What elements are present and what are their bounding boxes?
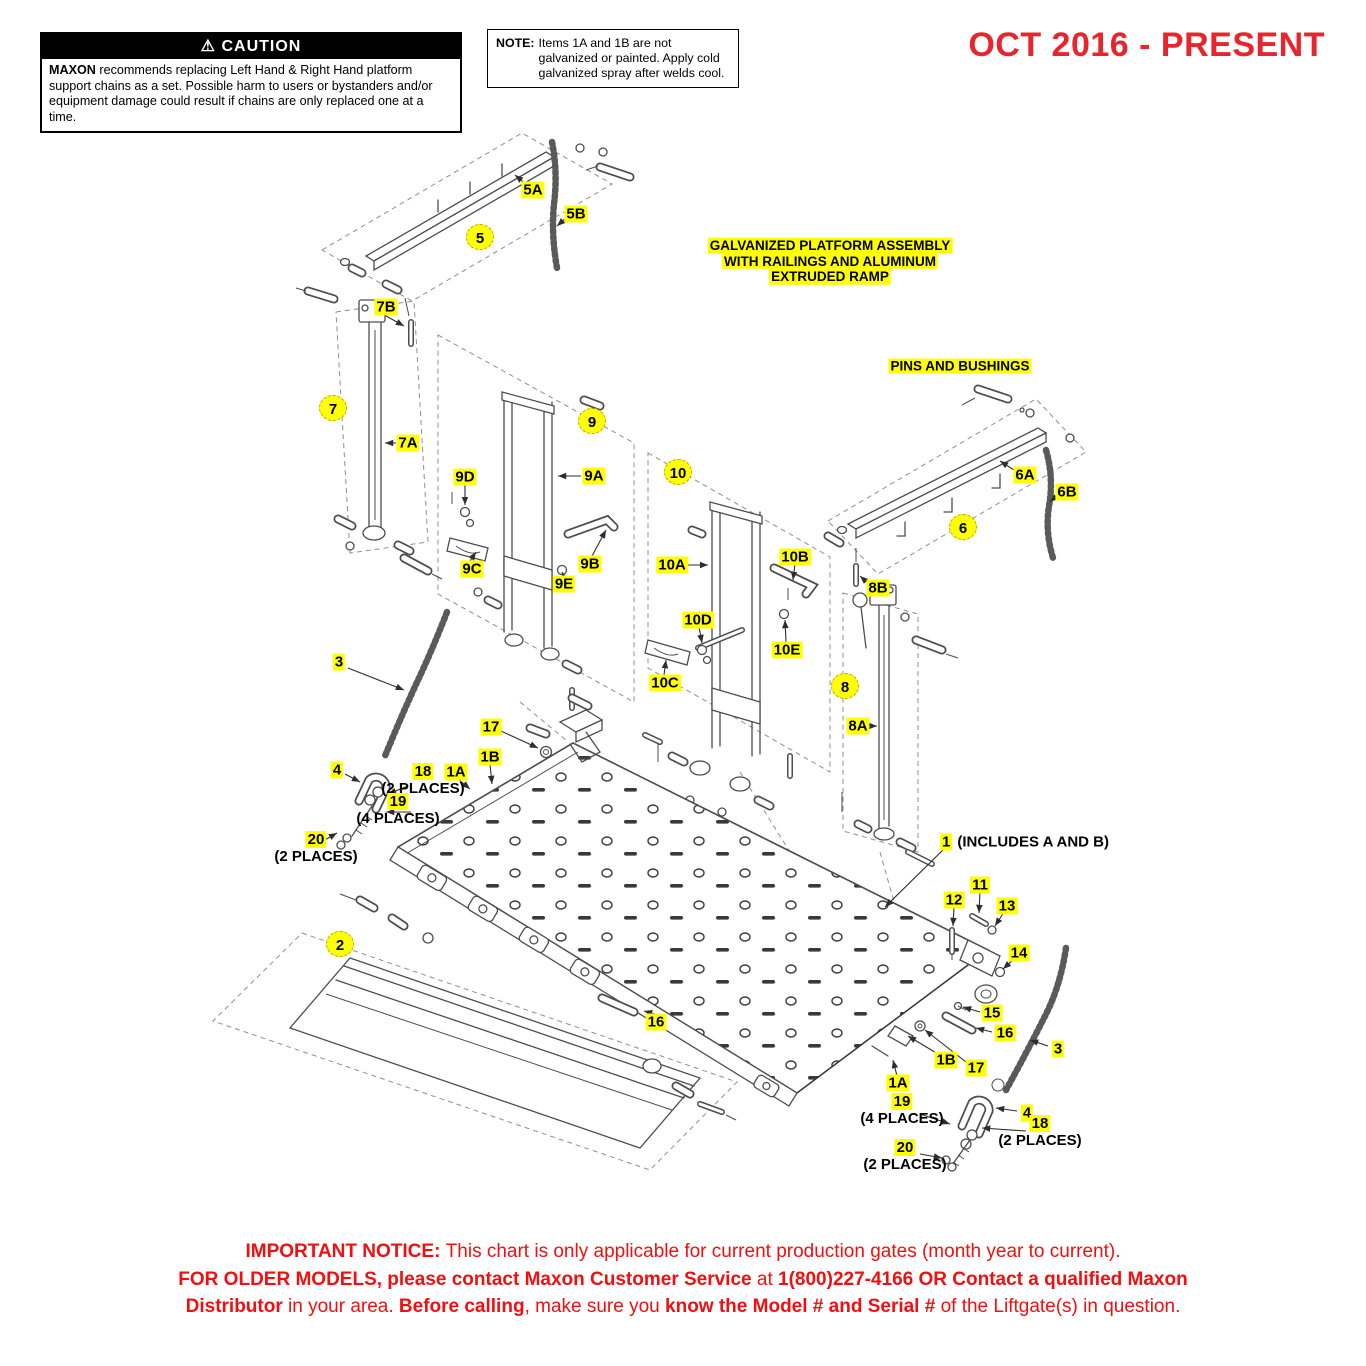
notice-line: FOR OLDER MODELS, please contact Maxon C…: [178, 1268, 1188, 1290]
note-box: NOTE: Items 1A and 1B are not galvanized…: [487, 29, 739, 88]
leader-lines: [322, 174, 1059, 1160]
shackle-cluster-left: [336, 772, 391, 850]
column-assembly-10: [644, 501, 819, 817]
notice-line: IMPORTANT NOTICE: This chart is only app…: [245, 1241, 1121, 1262]
caution-body: MAXON recommends replacing Left Hand & R…: [49, 63, 433, 124]
caution-title: CAUTION: [221, 38, 302, 55]
chain-3-right: [1002, 944, 1070, 1094]
note-body: Items 1A and 1B are not galvanized or pa…: [538, 36, 725, 80]
column-assembly-9: [446, 391, 619, 733]
chain-3-left: [381, 608, 451, 760]
footer-notice: IMPORTANT NOTICE: This chart is only app…: [0, 1238, 1366, 1321]
platform-assembly-1: [389, 693, 990, 1107]
railing-assembly-6: [823, 384, 1075, 562]
column-assembly-8: [841, 548, 959, 867]
notice-line: Distributor in your area. Before calling…: [185, 1296, 1181, 1317]
note-label: NOTE:: [496, 36, 535, 50]
chain-5b: [548, 138, 561, 272]
caution-header: ⚠ CAUTION: [42, 34, 460, 59]
date-range-title: OCT 2016 - PRESENT: [968, 26, 1325, 64]
caution-box: ⚠ CAUTION MAXON recommends replacing Lef…: [40, 32, 462, 133]
chain-6b: [1042, 446, 1057, 562]
caution-body-bold: MAXON: [49, 63, 96, 77]
ramp-assembly-2: [288, 893, 737, 1149]
shackle-cluster-right: [941, 1078, 1005, 1172]
warning-triangle-icon: ⚠: [200, 38, 216, 55]
pins-bushings-right-corner: [871, 913, 1006, 1057]
assembly-label: GALVANIZED PLATFORM ASSEMBLY WITH RAILIN…: [707, 237, 953, 285]
pins-and-bushings-label: PINS AND BUSHINGS: [888, 358, 1032, 374]
railing-assembly-5: [339, 138, 635, 295]
column-assembly-7: [295, 286, 443, 580]
